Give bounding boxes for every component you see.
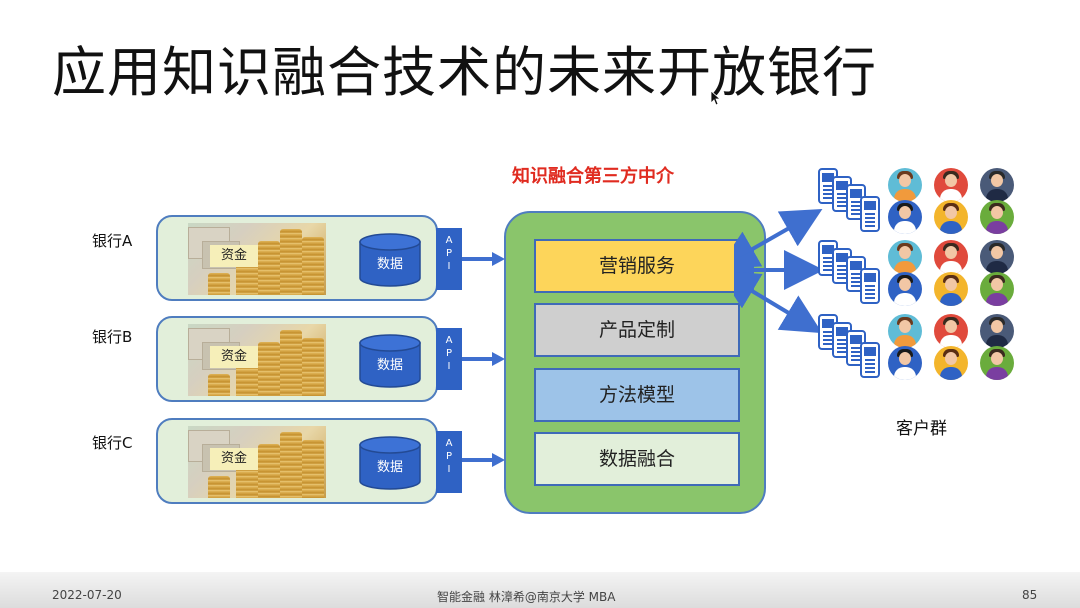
money-image bbox=[188, 426, 326, 498]
capital-label: 资金 bbox=[210, 245, 258, 267]
bank-label-b: 银行B bbox=[92, 328, 133, 346]
arrows-intermediary-to-customers bbox=[734, 209, 824, 334]
person-icon bbox=[980, 346, 1014, 380]
person-icon bbox=[888, 346, 922, 380]
capital-label: 资金 bbox=[210, 346, 258, 368]
person-icon bbox=[888, 168, 922, 202]
database-icon: 数据 bbox=[358, 334, 422, 388]
bank-box-a: 资金 数据 bbox=[156, 215, 438, 301]
footer-bar bbox=[0, 572, 1080, 608]
customer-group-label: 客户群 bbox=[896, 419, 947, 439]
api-letter: I bbox=[447, 361, 451, 372]
bank-box-c: 资金 数据 bbox=[156, 418, 438, 504]
person-icon bbox=[888, 200, 922, 234]
api-letter: I bbox=[447, 464, 451, 475]
page-number: 85 bbox=[1022, 588, 1038, 602]
person-icon bbox=[980, 240, 1014, 274]
person-icon bbox=[934, 346, 968, 380]
phone-icon bbox=[860, 196, 880, 232]
person-icon bbox=[934, 272, 968, 306]
arrow-bank-c-to-intermediary bbox=[462, 453, 505, 467]
database-label: 数据 bbox=[376, 257, 403, 272]
layer-method-model: 方法模型 bbox=[534, 368, 740, 422]
person-icon bbox=[980, 168, 1014, 202]
phone-icon bbox=[860, 342, 880, 378]
phone-icon bbox=[860, 268, 880, 304]
money-image bbox=[188, 223, 326, 295]
person-icon bbox=[934, 200, 968, 234]
person-icon bbox=[888, 272, 922, 306]
slide-title: 应用知识融合技术的未来开放银行 bbox=[52, 41, 877, 104]
layer-product-customization: 产品定制 bbox=[534, 303, 740, 357]
arrow-bank-b-to-intermediary bbox=[462, 352, 505, 366]
api-letter: A bbox=[445, 235, 453, 246]
api-box-c: A P I bbox=[436, 431, 462, 493]
capital-label: 资金 bbox=[210, 448, 258, 470]
footer-center-text: 智能金融 林漳希@南京大学 MBA bbox=[437, 590, 616, 604]
person-icon bbox=[980, 272, 1014, 306]
api-letter: A bbox=[445, 438, 453, 449]
database-label: 数据 bbox=[376, 358, 403, 373]
mouse-cursor-icon bbox=[710, 90, 722, 106]
api-box-a: A P I bbox=[436, 228, 462, 290]
intermediary-box: 营销服务 产品定制 方法模型 数据融合 bbox=[504, 211, 766, 514]
person-icon bbox=[888, 240, 922, 274]
bank-label-c: 银行C bbox=[92, 434, 133, 452]
person-icon bbox=[934, 314, 968, 348]
person-icon bbox=[888, 314, 922, 348]
layer-data-fusion: 数据融合 bbox=[534, 432, 740, 486]
person-icon bbox=[980, 314, 1014, 348]
database-icon: 数据 bbox=[358, 233, 422, 287]
person-icon bbox=[934, 168, 968, 202]
footer-date: 2022-07-20 bbox=[52, 588, 122, 602]
database-icon: 数据 bbox=[358, 436, 422, 490]
api-letter: P bbox=[445, 248, 453, 259]
layer-marketing-service: 营销服务 bbox=[534, 239, 740, 293]
api-letter: P bbox=[445, 348, 453, 359]
person-icon bbox=[980, 200, 1014, 234]
api-letter: A bbox=[445, 335, 453, 346]
intermediary-title: 知识融合第三方中介 bbox=[512, 166, 674, 187]
api-letter: I bbox=[447, 261, 451, 272]
person-icon bbox=[934, 240, 968, 274]
bank-label-a: 银行A bbox=[92, 232, 133, 250]
database-label: 数据 bbox=[376, 460, 403, 475]
api-letter: P bbox=[445, 451, 453, 462]
arrow-bank-a-to-intermediary bbox=[462, 252, 505, 266]
api-box-b: A P I bbox=[436, 328, 462, 390]
bank-box-b: 资金 数据 bbox=[156, 316, 438, 402]
